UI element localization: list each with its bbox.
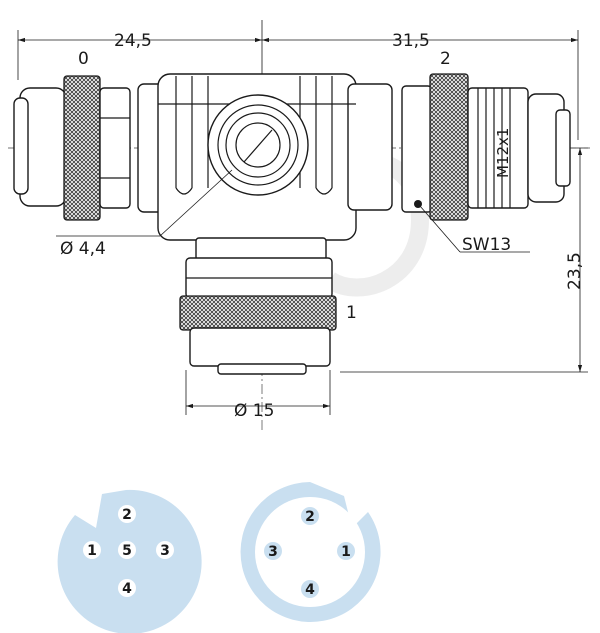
- pin-5: 5: [118, 541, 136, 559]
- pin-3: 3: [264, 542, 282, 560]
- pin-1: 1: [83, 541, 101, 559]
- dimension-right-length: 31,5: [392, 31, 430, 51]
- dimension-thread: M12x1: [494, 128, 512, 178]
- dimension-left-length: 24,5: [114, 31, 152, 51]
- port-label-right: 2: [440, 49, 451, 69]
- pin-4: 4: [301, 580, 319, 598]
- dimension-wrench-size: SW13: [462, 235, 511, 255]
- left-connector: [13, 75, 131, 221]
- svg-text:1: 1: [341, 544, 351, 560]
- svg-text:4: 4: [305, 582, 315, 598]
- pin-3: 3: [156, 541, 174, 559]
- port-label-bottom: 1: [346, 303, 357, 323]
- pinout-male: 2 3 1 4: [240, 482, 381, 622]
- svg-text:5: 5: [122, 543, 132, 559]
- svg-text:3: 3: [160, 543, 170, 559]
- tee-body: [137, 73, 393, 241]
- svg-text:2: 2: [305, 509, 315, 525]
- pin-4: 4: [118, 579, 136, 597]
- svg-text:2: 2: [122, 507, 132, 523]
- dimension-hole-diameter: Ø 4,4: [60, 239, 106, 259]
- svg-text:4: 4: [122, 581, 132, 597]
- pin-2: 2: [118, 505, 136, 523]
- pin-1: 1: [337, 542, 355, 560]
- pin-2: 2: [301, 507, 319, 525]
- svg-text:3: 3: [268, 544, 278, 560]
- bottom-connector: [179, 237, 337, 375]
- dimension-height: 23,5: [565, 252, 585, 290]
- port-label-left: 0: [78, 49, 89, 69]
- svg-text:1: 1: [87, 543, 97, 559]
- dimension-lines: [18, 37, 583, 409]
- right-connector: [401, 73, 571, 221]
- pinout-female: 2 1 5 3 4: [57, 489, 202, 633]
- dimension-nut-diameter: Ø 15: [234, 401, 274, 421]
